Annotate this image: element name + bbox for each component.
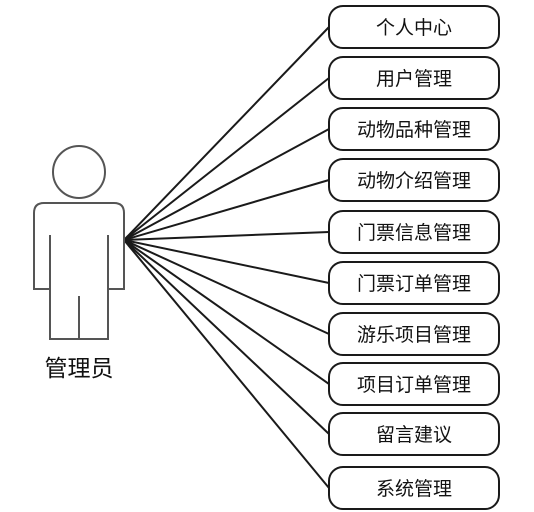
function-box [328, 210, 500, 254]
function-box [328, 56, 500, 100]
function-node: 门票信息管理 [328, 210, 500, 254]
function-label: 留言建议 [376, 424, 452, 446]
function-list: 个人中心用户管理动物品种管理动物介绍管理门票信息管理门票订单管理游乐项目管理项目… [328, 5, 500, 510]
function-node: 留言建议 [328, 412, 500, 456]
function-label: 个人中心 [376, 17, 452, 39]
person-icon [33, 145, 125, 340]
function-label: 门票信息管理 [357, 222, 471, 244]
function-label: 动物介绍管理 [357, 170, 471, 192]
function-label: 门票订单管理 [357, 273, 471, 295]
connector-line [123, 239, 330, 335]
connector-line [123, 77, 330, 241]
function-node: 游乐项目管理 [328, 312, 500, 356]
connector-line [123, 239, 330, 284]
function-box [328, 5, 500, 49]
function-node: 用户管理 [328, 56, 500, 100]
function-node: 项目订单管理 [328, 362, 500, 406]
function-node: 动物介绍管理 [328, 158, 500, 202]
connector-line [123, 26, 330, 241]
connector-line [123, 239, 330, 489]
function-box [328, 312, 500, 356]
connector-line [123, 231, 330, 241]
function-box [328, 466, 500, 510]
function-label: 项目订单管理 [357, 374, 471, 396]
function-box [328, 362, 500, 406]
function-node: 门票订单管理 [328, 261, 500, 305]
function-node: 系统管理 [328, 466, 500, 510]
function-label: 动物品种管理 [357, 119, 471, 141]
function-node: 个人中心 [328, 5, 500, 49]
function-box [328, 158, 500, 202]
function-box [328, 107, 500, 151]
function-box [328, 412, 500, 456]
connector-line [123, 128, 330, 241]
connector-line [123, 239, 330, 435]
connector-line [123, 239, 330, 385]
actor-figure: 管理员 [33, 145, 125, 382]
actor-label: 管理员 [45, 356, 114, 382]
function-label: 游乐项目管理 [357, 324, 471, 346]
connector-lines [123, 26, 330, 489]
function-box [328, 261, 500, 305]
connector-line [123, 179, 330, 241]
function-label: 用户管理 [376, 68, 452, 90]
function-label: 系统管理 [376, 478, 452, 500]
function-node: 动物品种管理 [328, 107, 500, 151]
